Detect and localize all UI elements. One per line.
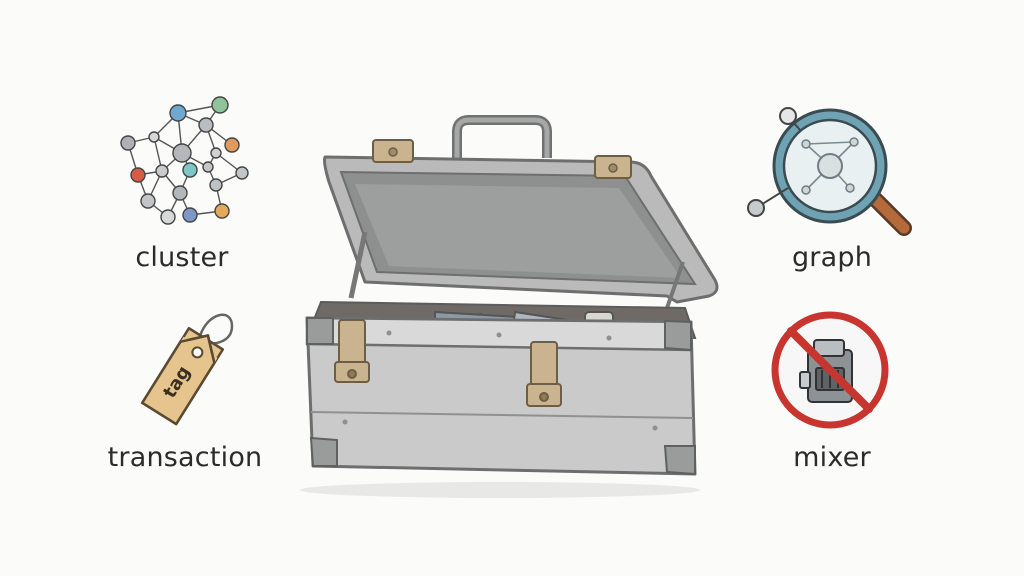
price-tag-icon: tag [141,313,234,426]
transaction-label: transaction [107,442,263,473]
cluster-label: cluster [135,242,229,273]
magnifying-glass-graph-icon [747,107,912,236]
no-mixer-icon [771,311,889,429]
graph-label: graph [791,242,873,273]
network-cluster-icon [120,96,249,225]
mixer-label: mixer [793,442,871,473]
toolbox-icon [300,115,719,498]
